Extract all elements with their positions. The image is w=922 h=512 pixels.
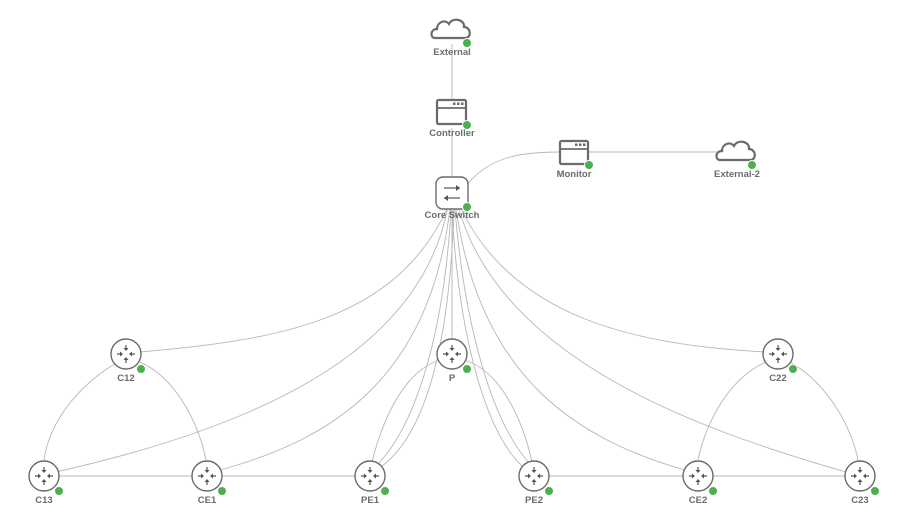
status-running-icon [136, 364, 146, 374]
link-core-ce2[interactable] [455, 207, 686, 471]
cloud-icon [715, 140, 756, 162]
switch-icon [435, 176, 469, 210]
status-running-icon [462, 202, 472, 212]
link-core-ce1[interactable] [219, 207, 451, 471]
status-running-icon [217, 486, 227, 496]
node-label-controller: Controller [429, 128, 475, 139]
node-ce1[interactable]: CE1 [191, 460, 227, 506]
status-running-icon [462, 38, 472, 48]
link-core-c12[interactable] [139, 201, 451, 353]
node-label-p: P [449, 373, 456, 384]
node-label-c22: C22 [769, 373, 786, 384]
link-c22-ce2[interactable] [697, 361, 767, 461]
node-pe2[interactable]: PE2 [518, 460, 554, 506]
status-running-icon [747, 160, 757, 170]
router-icon [110, 338, 142, 370]
link-c12-ce1[interactable] [139, 361, 207, 461]
status-running-icon [544, 486, 554, 496]
status-running-icon [870, 486, 880, 496]
node-external[interactable]: External [430, 18, 472, 58]
link-c22-c23[interactable] [789, 361, 859, 461]
node-label-c23: C23 [851, 495, 868, 506]
status-running-icon [462, 120, 472, 130]
server-icon [435, 98, 468, 126]
server-icon [558, 139, 590, 166]
status-running-icon [380, 486, 390, 496]
node-c12[interactable]: C12 [110, 338, 146, 384]
node-c23[interactable]: C23 [844, 460, 880, 506]
node-label-external-2: External-2 [714, 169, 760, 180]
router-icon [354, 460, 386, 492]
links [43, 44, 859, 477]
router-icon [682, 460, 714, 492]
router-icon [436, 338, 468, 370]
status-running-icon [462, 364, 472, 374]
router-icon [518, 460, 550, 492]
node-c22[interactable]: C22 [762, 338, 798, 384]
status-running-icon [54, 486, 64, 496]
router-icon [28, 460, 60, 492]
node-p[interactable]: P [436, 338, 472, 384]
status-running-icon [584, 160, 594, 170]
status-running-icon [708, 486, 718, 496]
router-icon [844, 460, 876, 492]
node-pe1[interactable]: PE1 [354, 460, 390, 506]
node-monitor[interactable]: Monitor [557, 139, 594, 180]
node-controller[interactable]: Controller [429, 98, 475, 139]
status-running-icon [788, 364, 798, 374]
link-core-monitor[interactable] [465, 151, 561, 187]
node-label-external: External [433, 47, 471, 58]
node-label-c13: C13 [35, 495, 52, 506]
node-label-pe1: PE1 [361, 495, 380, 506]
link-core-c23[interactable] [457, 205, 847, 473]
link-p-pe1[interactable] [371, 359, 441, 463]
router-icon [191, 460, 223, 492]
cloud-icon [430, 18, 471, 40]
link-core-pe2-b[interactable] [454, 208, 531, 465]
node-core-switch[interactable]: Core Switch [425, 176, 480, 221]
link-core-c13[interactable] [55, 205, 449, 473]
node-label-pe2: PE2 [525, 495, 543, 506]
node-label-monitor: Monitor [557, 169, 592, 180]
node-label-ce2: CE2 [689, 495, 707, 506]
link-core-c22[interactable] [457, 201, 766, 353]
node-ce2[interactable]: CE2 [682, 460, 718, 506]
node-label-core-switch: Core Switch [425, 210, 480, 221]
node-label-c12: C12 [117, 373, 134, 384]
link-core-pe1-a[interactable] [377, 208, 452, 465]
router-icon [762, 338, 794, 370]
node-external-2[interactable]: External-2 [714, 140, 760, 180]
link-core-pe2-a[interactable] [451, 208, 523, 467]
link-p-pe2[interactable] [463, 359, 533, 463]
node-label-ce1: CE1 [198, 495, 217, 506]
node-c13[interactable]: C13 [28, 460, 64, 506]
link-c12-c13[interactable] [43, 361, 119, 461]
